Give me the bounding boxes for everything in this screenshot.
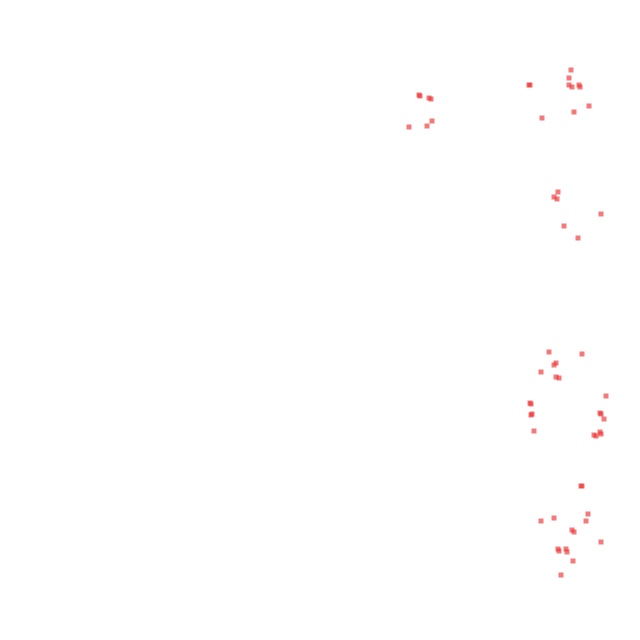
scatter-point bbox=[603, 393, 609, 399]
scatter-point bbox=[556, 375, 562, 381]
scatter-point bbox=[598, 539, 604, 545]
scatter-point bbox=[551, 515, 557, 521]
scatter-point bbox=[579, 351, 585, 357]
scatter-point bbox=[566, 75, 572, 81]
scatter-point bbox=[570, 558, 576, 564]
scatter-point bbox=[555, 189, 561, 195]
points-layer bbox=[406, 67, 609, 578]
scatter-point bbox=[598, 211, 604, 217]
scatter-point bbox=[551, 194, 557, 200]
scatter-point bbox=[575, 235, 581, 241]
scatter-point bbox=[569, 84, 575, 90]
scatter-point bbox=[538, 518, 544, 524]
scatter-point bbox=[598, 411, 604, 417]
scatter-point bbox=[428, 96, 434, 102]
scatter-point bbox=[528, 412, 534, 418]
scatter-point bbox=[561, 223, 567, 229]
scatter-point bbox=[577, 84, 583, 90]
scatter-point bbox=[593, 433, 599, 439]
scatter-point bbox=[571, 109, 577, 115]
scatter-point bbox=[424, 123, 430, 129]
scatter-point bbox=[554, 196, 560, 202]
scatter-point bbox=[598, 431, 604, 437]
scatter-point bbox=[556, 548, 562, 554]
scatter-point bbox=[586, 103, 592, 109]
scatter-point bbox=[568, 67, 574, 73]
scatter-point bbox=[563, 546, 569, 552]
scatter-point bbox=[579, 483, 585, 489]
scatter-point bbox=[531, 428, 537, 434]
scatter-point bbox=[551, 362, 557, 368]
scatter-point bbox=[429, 118, 435, 124]
scatter-point bbox=[553, 374, 559, 380]
scatter-point bbox=[538, 369, 544, 375]
scatter-point bbox=[583, 518, 589, 524]
scatter-point bbox=[527, 82, 533, 88]
scatter-point bbox=[546, 349, 552, 355]
scatter-point bbox=[566, 82, 572, 88]
scatter-point bbox=[564, 549, 570, 555]
scatter-point bbox=[601, 416, 607, 422]
scatter-point bbox=[571, 529, 577, 535]
scatter-point bbox=[558, 572, 564, 578]
scatter-point bbox=[539, 115, 545, 121]
scatter-point bbox=[528, 401, 534, 407]
scatter-point bbox=[417, 93, 423, 99]
scatter-point bbox=[406, 124, 412, 130]
scatter-point bbox=[585, 511, 591, 517]
